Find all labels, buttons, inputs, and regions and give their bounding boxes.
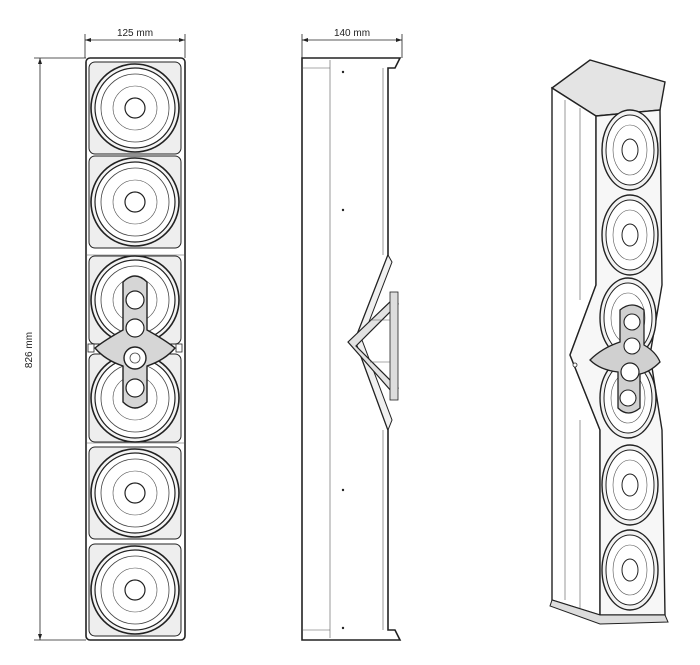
- front-woofer-1: [88, 61, 182, 155]
- perspective-woofer-6: [601, 529, 659, 611]
- front-woofer-6: [88, 543, 182, 637]
- perspective-view: [549, 59, 669, 625]
- perspective-tweeter-waveguide: [572, 304, 661, 414]
- perspective-woofer-5: [601, 444, 659, 526]
- side-view: 140 mm: [301, 28, 403, 641]
- height-label: 826 mm: [24, 332, 35, 368]
- front-woofer-2: [88, 155, 182, 249]
- perspective-woofer-1: [601, 109, 659, 191]
- width-label: 125 mm: [117, 28, 153, 39]
- side-cabinet: [301, 57, 402, 641]
- width-dimension: 125 mm: [84, 28, 186, 58]
- front-tweeter-waveguide: [87, 275, 183, 409]
- depth-label: 140 mm: [334, 28, 370, 39]
- perspective-woofer-2: [601, 194, 659, 276]
- side-waveguide: [347, 253, 399, 432]
- depth-dimension: 140 mm: [301, 28, 403, 58]
- front-woofer-5: [88, 446, 182, 540]
- height-dimension: 826 mm: [24, 57, 86, 641]
- front-view: 125 mm 826 mm: [24, 28, 186, 641]
